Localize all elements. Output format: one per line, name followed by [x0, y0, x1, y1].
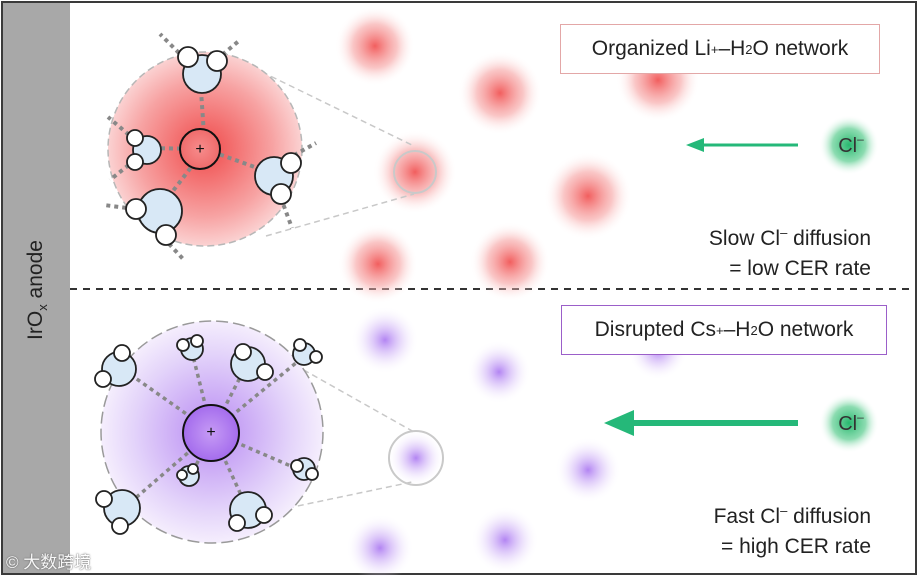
top-label-mid: –H: [718, 37, 746, 60]
bottom-chloride-ion: [819, 393, 879, 453]
bottom-label-main: Disrupted Cs: [594, 318, 716, 341]
bottom-diffusion-arrow: [604, 410, 798, 436]
top-solvated-ions: [335, 6, 700, 304]
top-caption-line1: Slow Cl– diffusion: [708, 225, 871, 250]
bottom-chloride-symbol: Cl: [838, 413, 858, 435]
bottom-zoom-callout: [285, 359, 444, 509]
cs-solvation-cluster: [94, 320, 324, 544]
bottom-chloride-label: Cl–: [838, 410, 864, 436]
top-diffusion-arrow: [686, 138, 798, 152]
top-label-main: Organized Li: [591, 37, 711, 60]
top-chloride-label: Cl–: [838, 132, 864, 158]
bottom-label-sup: +: [716, 322, 724, 338]
bottom-chloride-charge: –: [857, 410, 864, 424]
bottom-caption-line2: = high CER rate: [721, 535, 871, 558]
bottom-label-mid: –H: [723, 318, 751, 341]
bottom-caption: Fast Cl– diffusion = high CER rate: [714, 496, 871, 562]
top-caption: Slow Cl– diffusion = low CER rate: [709, 218, 871, 284]
anode-label: IrOx anode: [23, 240, 51, 340]
bottom-label-sub: 2: [750, 322, 758, 338]
li-solvation-cluster: [103, 32, 317, 262]
top-chloride-ion: [819, 115, 879, 175]
top-zoom-callout: [261, 71, 437, 237]
top-chloride-charge: –: [857, 132, 864, 146]
cs-charge: +: [206, 424, 216, 441]
li-charge: +: [195, 141, 205, 158]
anode-bar: [3, 3, 70, 573]
top-caption-line2: = low CER rate: [729, 257, 871, 280]
top-label-sub: 2: [745, 41, 753, 57]
top-label-end: O network: [752, 37, 849, 60]
top-label-sup: +: [710, 41, 719, 57]
watermark: © 大数跨境: [6, 553, 92, 572]
bottom-label-end: O network: [757, 318, 854, 341]
top-chloride-symbol: Cl: [838, 135, 858, 157]
bottom-caption-line1: Fast Cl– diffusion: [713, 503, 871, 528]
